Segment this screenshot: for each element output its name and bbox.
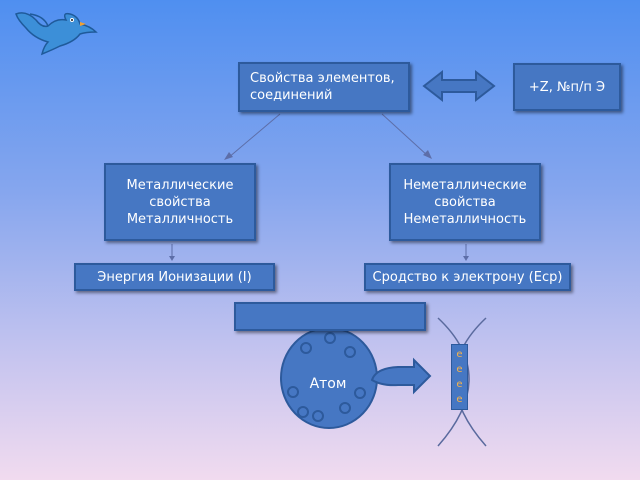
element-properties-box: Свойства элементов, соединений (238, 62, 410, 112)
bird-icon (15, 12, 98, 56)
particle (297, 406, 309, 418)
metallic-properties-box: Металлические свойства Металличность (104, 163, 256, 241)
particle (344, 346, 356, 358)
connector-right (381, 113, 429, 157)
charge-number-box: +Z, №п/п Э (513, 63, 621, 111)
atom-particles (287, 332, 366, 422)
electron-symbol: e (456, 379, 463, 390)
particle (324, 332, 336, 344)
nonmetallic-properties-box: Неметаллические свойства Неметалличность (389, 163, 541, 241)
blank-box (234, 302, 426, 331)
atom-label: Атом (309, 376, 347, 392)
particle (300, 342, 312, 354)
particle (339, 402, 351, 414)
double-arrow-icon (422, 69, 496, 103)
ionization-energy-box: Энергия Ионизации (I) (74, 263, 275, 291)
electron-affinity-box: Сродство к электрону (Еср) (364, 263, 571, 291)
connector-left (227, 113, 281, 159)
curved-arrow-icon (370, 357, 432, 395)
particle (312, 410, 324, 422)
particle (287, 386, 299, 398)
electron-symbol: e (456, 349, 463, 360)
wave-line-1 (437, 317, 470, 447)
particle (354, 387, 366, 399)
electrons-column: e e e e (451, 344, 468, 410)
electron-symbol: e (456, 394, 463, 405)
electron-symbol: e (456, 364, 463, 375)
